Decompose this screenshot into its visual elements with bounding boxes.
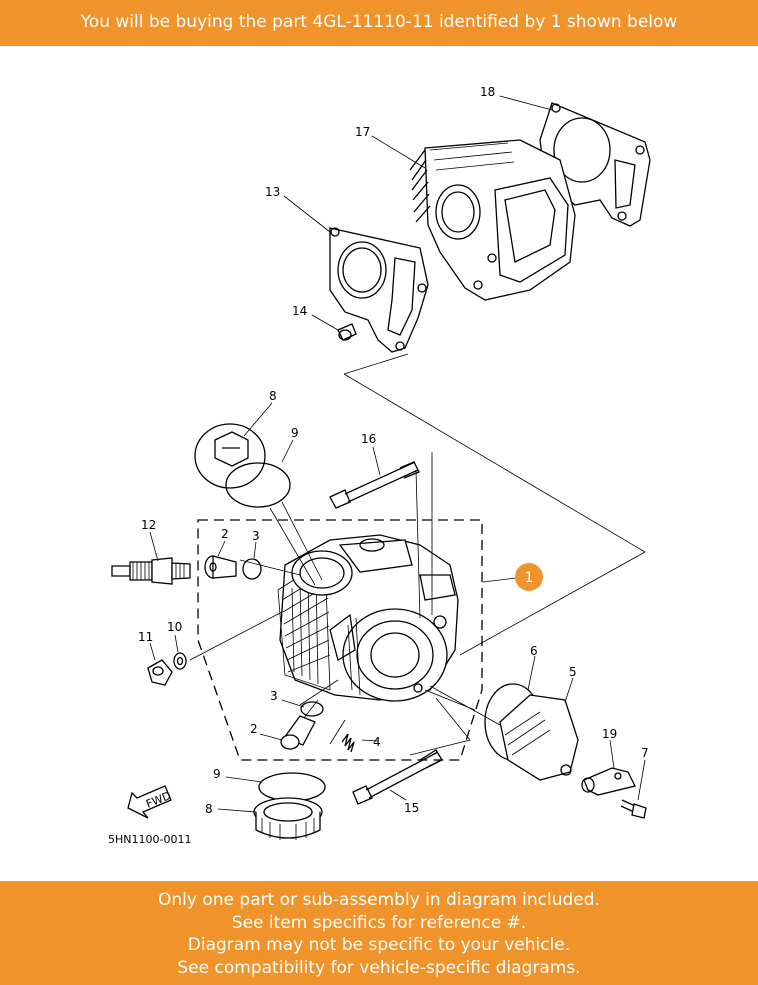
part-15-bolt — [352, 749, 443, 805]
part-17-cylinder — [409, 139, 576, 301]
part-3-o-ring-lower — [300, 701, 324, 717]
part-5-cover — [499, 694, 579, 781]
header-banner: You will be buying the part 4GL-11110-11… — [0, 0, 758, 46]
callout-4: 4 — [373, 735, 381, 749]
callout-10: 10 — [167, 620, 182, 634]
part-2-plug-upper — [204, 555, 237, 579]
callout-7: 7 — [641, 746, 649, 760]
callout-3-lower: 3 — [270, 689, 278, 703]
footer-line-2: See item specifics for reference #. — [231, 912, 527, 933]
callout-17: 17 — [355, 125, 370, 139]
diagram-code: 5HN1100-0011 — [108, 833, 191, 846]
callout-leaders — [149, 95, 646, 813]
fwd-arrow-icon: FWD — [127, 785, 173, 819]
callout-18: 18 — [480, 85, 495, 99]
footer-line-1: Only one part or sub-assembly in diagram… — [158, 890, 600, 910]
callout-11: 11 — [138, 630, 153, 644]
header-text: You will be buying the part 4GL-11110-11… — [80, 12, 678, 32]
part-9-o-ring-top — [225, 462, 291, 508]
exploded-parts-diagram: FWD 18 17 13 14 8 9 16 12 2 3 11 10 6 5 … — [108, 85, 651, 846]
callout-16: 16 — [361, 432, 376, 446]
part-7-bolt — [620, 799, 647, 819]
callout-19: 19 — [602, 727, 617, 741]
part-9-o-ring-lower — [258, 772, 326, 802]
part-12-spark-plug — [111, 557, 191, 585]
part-13-gasket — [329, 227, 429, 353]
callout-5: 5 — [569, 665, 577, 679]
part-4-spring — [341, 733, 355, 753]
callout-2-lower: 2 — [250, 722, 258, 736]
footer-line-4: See compatibility for vehicle-specific d… — [177, 957, 581, 978]
callout-3-upper: 3 — [252, 529, 260, 543]
part-14-dowel-pin — [337, 323, 357, 341]
part-2-plug-lower — [280, 715, 316, 750]
footer-banner: Only one part or sub-assembly in diagram… — [0, 881, 758, 985]
callout-12: 12 — [141, 518, 156, 532]
part-8-cap-top — [194, 423, 266, 489]
footer-line-3: Diagram may not be specific to your vehi… — [187, 935, 571, 955]
highlight-badge-label: 1 — [525, 570, 534, 586]
callout-8-top: 8 — [269, 389, 277, 403]
part-11-cap — [147, 659, 173, 686]
part-3-o-ring-upper — [242, 558, 262, 580]
callout-8-lower: 8 — [205, 802, 213, 816]
assembly-line-upper — [343, 353, 646, 656]
callout-14: 14 — [292, 304, 307, 318]
callout-13: 13 — [265, 185, 280, 199]
part-16-bolt — [329, 461, 420, 509]
part-8-cap-lower — [253, 797, 323, 840]
part-10-washer — [173, 652, 187, 670]
highlight-badge-part-1: 1 — [515, 563, 543, 591]
callout-15: 15 — [404, 801, 419, 815]
leader-lines — [189, 452, 501, 756]
callout-9-lower: 9 — [213, 767, 221, 781]
callout-2-upper: 2 — [221, 527, 229, 541]
fwd-label: FWD — [144, 789, 173, 811]
callout-6: 6 — [530, 644, 538, 658]
part-1-cylinder-head — [277, 534, 459, 702]
callout-9-top: 9 — [291, 426, 299, 440]
part-19-bracket — [581, 767, 636, 796]
